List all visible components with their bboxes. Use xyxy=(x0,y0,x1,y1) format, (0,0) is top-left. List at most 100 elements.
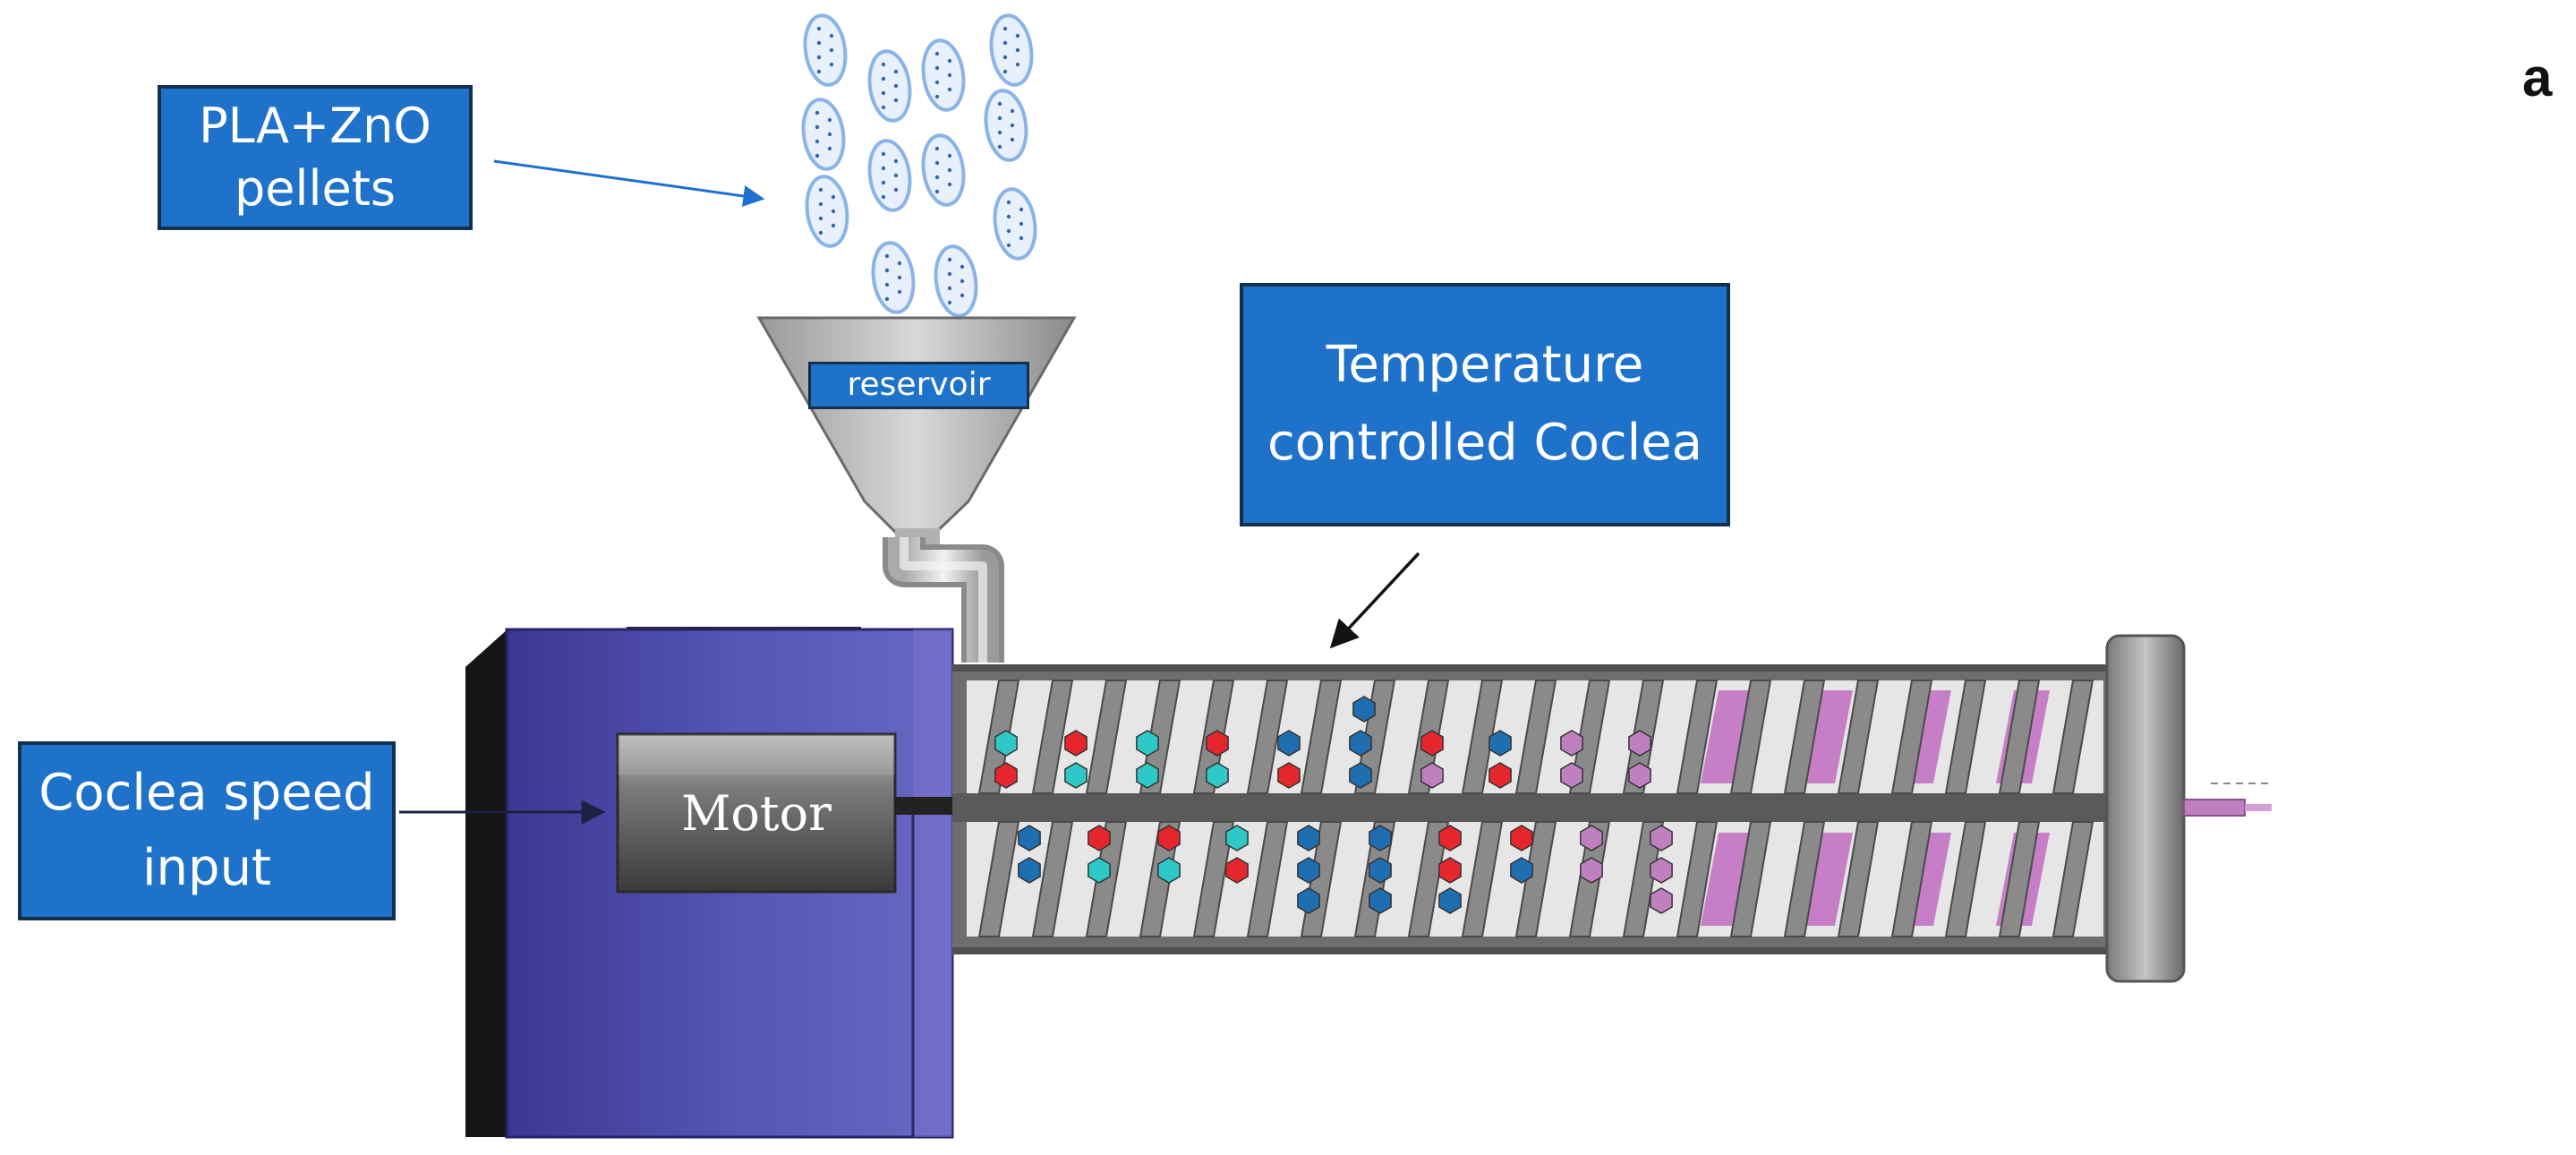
screw-flight xyxy=(1890,680,1933,794)
screw-flight xyxy=(1246,680,1289,794)
particle xyxy=(1510,857,1533,884)
screw-flight xyxy=(1944,821,1987,937)
screw-icon xyxy=(977,680,2094,937)
screw-flight xyxy=(1676,821,1719,937)
particle xyxy=(1018,857,1041,884)
pellet xyxy=(871,241,916,314)
particle xyxy=(1420,730,1444,757)
particle xyxy=(994,762,1018,789)
particle xyxy=(1206,762,1229,789)
temperature-label: Temperature controlled Coclea xyxy=(1240,283,1730,526)
pellet xyxy=(867,49,912,123)
particle xyxy=(1438,887,1462,914)
screw-flight xyxy=(1837,821,1880,937)
particle xyxy=(1628,762,1651,789)
particle xyxy=(1580,825,1603,851)
screw-flight xyxy=(1192,821,1235,937)
pellet xyxy=(934,244,978,318)
motor-label: Motor xyxy=(681,784,832,842)
speed-input-label: Coclea speed input xyxy=(18,741,396,920)
particle xyxy=(1438,825,1462,851)
particle xyxy=(1157,825,1181,851)
screw-flight xyxy=(1837,680,1880,794)
screw-flight xyxy=(1031,821,1074,937)
pellets-label: PLA+ZnO pellets xyxy=(158,85,473,230)
particle xyxy=(1628,730,1651,757)
screw-flight xyxy=(1461,821,1504,937)
particle xyxy=(1064,762,1088,789)
particle xyxy=(1277,762,1301,789)
particle xyxy=(1510,825,1533,851)
pellet xyxy=(921,133,966,207)
particle xyxy=(1225,857,1249,884)
screw-flight xyxy=(1890,821,1933,937)
screw-flight xyxy=(1461,680,1504,794)
screw-flight xyxy=(1783,821,1826,937)
end-flange xyxy=(2105,634,2186,983)
screw-flight xyxy=(1300,680,1343,794)
particle xyxy=(1488,762,1512,789)
pellet-icon xyxy=(801,13,1037,318)
particle xyxy=(1206,730,1229,757)
reservoir-label: reservoir xyxy=(808,362,1029,409)
particle xyxy=(1064,730,1088,757)
particle xyxy=(1369,887,1392,914)
particle xyxy=(1369,857,1392,884)
particle xyxy=(1580,857,1603,884)
pellets-label-text: PLA+ZnO pellets xyxy=(199,97,431,217)
particle xyxy=(1352,696,1376,723)
particle xyxy=(1136,730,1159,757)
drive-shaft xyxy=(895,797,956,815)
particle xyxy=(1297,887,1320,914)
screw-flight xyxy=(1729,680,1772,794)
pellet xyxy=(993,187,1037,261)
screw-flight xyxy=(1998,821,2041,937)
screw-flight xyxy=(1514,821,1557,937)
particle xyxy=(1297,825,1320,851)
screw-flight xyxy=(1729,821,1772,937)
arrow-icon xyxy=(493,159,765,207)
screw-flight xyxy=(1246,821,1289,937)
particle xyxy=(1297,857,1320,884)
particle xyxy=(994,730,1018,757)
speed-label-text: Coclea speed input xyxy=(38,764,375,897)
particle xyxy=(1560,730,1583,757)
screw-flight xyxy=(977,821,1020,937)
particle xyxy=(1088,857,1111,884)
screw-flight xyxy=(1085,680,1128,794)
particle xyxy=(1349,762,1372,789)
pellet xyxy=(984,89,1028,162)
particle xyxy=(1277,730,1301,757)
screw-flight xyxy=(1568,680,1611,794)
screw-flight xyxy=(1676,680,1719,794)
screw-flight xyxy=(1407,821,1450,937)
nozzle-icon xyxy=(2183,783,2273,817)
particle xyxy=(1369,825,1392,851)
particle xyxy=(1650,857,1673,884)
screw-flight xyxy=(1783,680,1826,794)
motor-box xyxy=(616,732,897,894)
reservoir-label-text: reservoir xyxy=(847,366,991,404)
particle xyxy=(1225,825,1249,851)
screw-flight xyxy=(2051,821,2094,937)
material-particles xyxy=(994,696,1673,914)
screw-flight xyxy=(1944,680,1987,794)
temperature-label-text: Temperature controlled Coclea xyxy=(1267,336,1702,472)
pellet xyxy=(803,13,848,87)
particle xyxy=(1136,762,1159,789)
screw-flight xyxy=(1514,680,1557,794)
particle xyxy=(1650,887,1673,914)
arrow-icon xyxy=(1329,552,1420,649)
pellet xyxy=(805,175,849,248)
pellet xyxy=(989,13,1034,87)
screw-flight xyxy=(1622,821,1665,937)
feed-pipe xyxy=(883,537,1004,663)
particle xyxy=(1488,730,1512,757)
panel-letter: a xyxy=(2522,47,2553,107)
screw-flight xyxy=(1998,680,2041,794)
particle xyxy=(1650,825,1673,851)
pellet xyxy=(921,38,966,112)
particle xyxy=(1349,730,1372,757)
particle xyxy=(1018,825,1041,851)
